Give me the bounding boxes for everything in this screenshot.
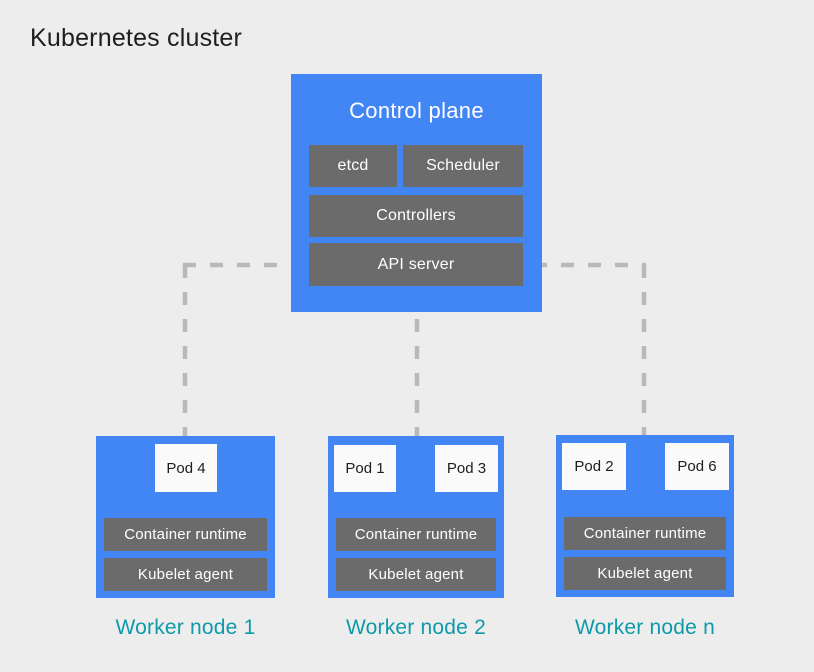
container-runtime-box: Container runtime	[564, 517, 726, 550]
worker-node-n-box: Pod 2 Pod 6 Container runtime Kubelet ag…	[556, 435, 734, 597]
control-plane-box: Control plane etcd Scheduler Controllers…	[291, 74, 542, 312]
container-runtime-box: Container runtime	[336, 518, 496, 551]
kubelet-agent-box: Kubelet agent	[564, 557, 726, 590]
pod-box: Pod 6	[665, 443, 729, 490]
worker-node-2-box: Pod 1 Pod 3 Container runtime Kubelet ag…	[328, 436, 504, 598]
worker-node-1-label: Worker node 1	[115, 616, 256, 639]
control-plane-label: Control plane	[349, 98, 484, 123]
container-runtime-box: Container runtime	[104, 518, 267, 551]
etcd-box: etcd	[309, 145, 397, 187]
pod-box: Pod 4	[155, 444, 217, 492]
kubelet-agent-box: Kubelet agent	[336, 558, 496, 591]
worker-node-n-label: Worker node n	[575, 616, 715, 639]
pod-box: Pod 2	[562, 443, 626, 490]
pod-box: Pod 1	[334, 445, 396, 492]
api-server-box: API server	[309, 243, 523, 286]
worker-node-1-box: Pod 4 Container runtime Kubelet agent	[96, 436, 275, 598]
diagram-title: Kubernetes cluster	[30, 24, 243, 52]
controllers-box: Controllers	[309, 195, 523, 237]
scheduler-box: Scheduler	[403, 145, 523, 187]
worker-node-2-label: Worker node 2	[346, 616, 486, 639]
kubelet-agent-box: Kubelet agent	[104, 558, 267, 591]
pod-box: Pod 3	[435, 445, 498, 492]
